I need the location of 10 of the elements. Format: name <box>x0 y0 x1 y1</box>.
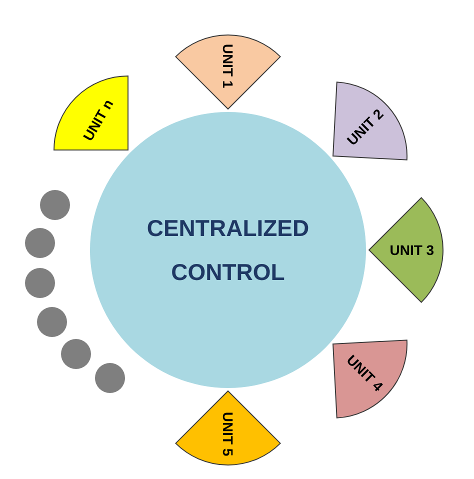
ellipsis-dot <box>61 339 91 369</box>
circle-label: CENTRALIZED CONTROL <box>146 214 310 287</box>
unit-label: UNIT 1 <box>220 44 236 88</box>
unit-label: UNIT 5 <box>220 412 236 456</box>
ellipsis-dot <box>25 228 55 258</box>
ellipsis-dot <box>40 190 70 220</box>
unit-label: UNIT 3 <box>390 242 434 258</box>
ellipsis-dot <box>25 268 55 298</box>
ellipsis-dot <box>37 307 67 337</box>
ellipsis-dot <box>95 363 125 393</box>
